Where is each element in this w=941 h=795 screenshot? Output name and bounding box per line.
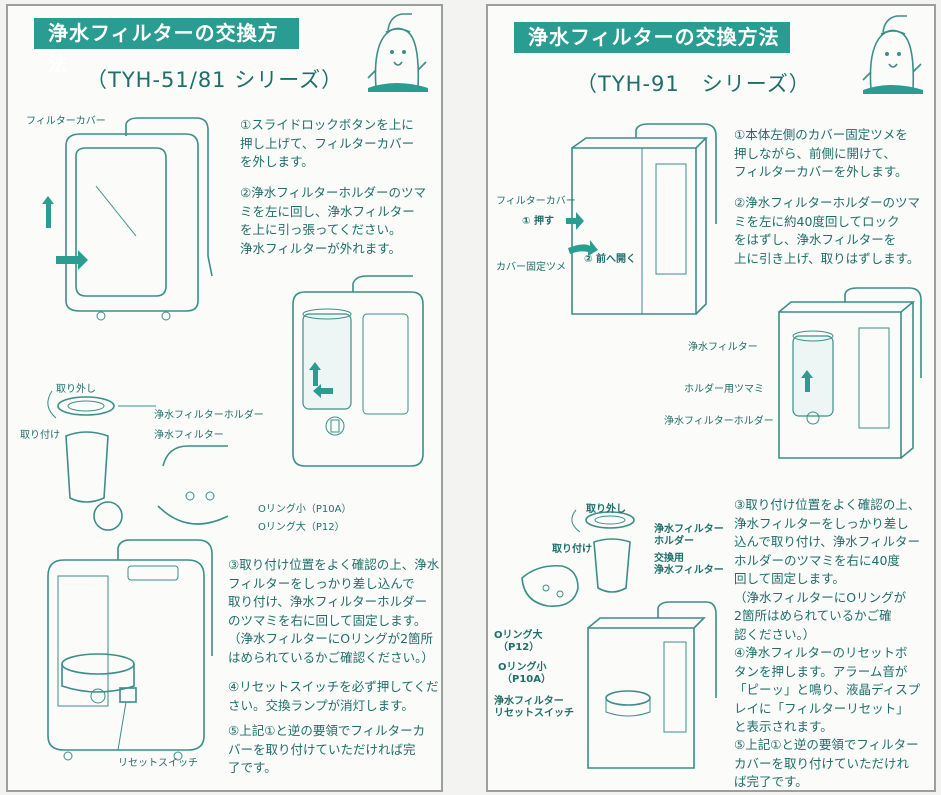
unit-open-diagram <box>292 275 424 467</box>
right-reset-label-a: 浄水フィルター <box>494 696 564 707</box>
left-step-3: ③取り付け位置をよく確認の上、浄水 フィルターをしっかり差し込んで 取り付け、浄… <box>228 557 440 665</box>
right-attach-label: 取り付け <box>552 544 592 555</box>
right-oring-small-label-a: Oリング小 <box>498 662 547 673</box>
right-open-forward-label: ② 前へ開く <box>584 254 636 265</box>
unit91-replace-diagram <box>521 509 717 769</box>
right-step-3: ③取り付け位置をよく確認の上、 浄水フィルターをしっかり差し 込んで取り付け、浄… <box>734 497 921 642</box>
left-title: 浄水フィルターの交換方法 <box>34 18 299 76</box>
right-holder2-label-b: ホルダー <box>654 536 694 547</box>
left-filter-cover-label: フィルターカバー <box>26 116 106 127</box>
right-step-4: ④浄水フィルターのリセットボ タンを押します。アラーム音が 「ピーッ」と鳴り、液… <box>734 645 921 734</box>
left-oring-large-label: Oリング大（P12） <box>258 522 345 533</box>
mascot-icon <box>862 15 923 94</box>
right-holder-knob-label: ホルダー用ツマミ <box>684 384 764 395</box>
right-oring-large-label-a: Oリング大 <box>494 630 543 641</box>
left-remove-label: 取り外し <box>56 384 96 395</box>
left-attach-label: 取り付け <box>20 430 60 441</box>
unit-reset-diagram <box>47 539 213 761</box>
left-holder-label: 浄水フィルターホルダー <box>154 410 264 421</box>
right-filter-label: 浄水フィルター <box>688 342 758 353</box>
left-instruction-card: 浄水フィルターの交換方法 （TYH-51/81 シリーズ） フィルターカバー ①… <box>6 4 443 792</box>
right-remove-label: 取り外し <box>586 504 626 515</box>
right-filter-cover-label: フィルターカバー <box>496 196 576 207</box>
filter-holder-diagram <box>47 390 229 531</box>
right-replacement-label-a: 交換用 <box>654 553 684 564</box>
right-push-label: ① 押す <box>522 216 554 227</box>
unit91-cover-diagram <box>566 123 717 315</box>
right-series: （TYH-91 シリーズ） <box>576 72 811 96</box>
right-title: 浄水フィルターの交換方法 <box>514 22 790 53</box>
left-filter-label: 浄水フィルター <box>154 430 224 441</box>
left-step-1: ①スライドロックボタンを上に 押し上げて、フィルターカバー を外します。 <box>240 117 415 169</box>
mascot-icon <box>367 13 428 92</box>
left-series: （TYH-51/81 シリーズ） <box>86 68 344 92</box>
left-reset-switch-label: リセットスイッチ <box>118 758 198 769</box>
left-step-4: ④リセットスイッチを必ず押してくだ さい。交換ランプが消灯します。 <box>228 679 439 713</box>
right-instruction-card: 浄水フィルターの交換方法 （TYH-91 シリーズ） フィルターカバー ① 押す… <box>486 4 936 792</box>
right-holder2-label-a: 浄水フィルター <box>654 524 724 535</box>
right-replacement-label-b: 浄水フィルター <box>654 565 724 576</box>
right-cover-latch-label: カバー固定ツメ <box>496 262 566 273</box>
right-step-1: ①本体左側のカバー固定ツメを 押しながら、前側に開けて、 フィルターカバーを外し… <box>734 127 908 179</box>
left-step-2: ②浄水フィルターホルダーのツマ ミを左に回し、浄水フィルター を上に引っ張ってく… <box>240 185 426 256</box>
unit91-open-diagram <box>778 287 922 459</box>
right-oring-small-label-b: （P10A） <box>502 674 551 685</box>
right-reset-label-b: リセットスイッチ <box>494 708 574 719</box>
left-oring-small-label: Oリング小（P10A） <box>258 504 352 515</box>
right-step-5: ⑤上記①と逆の要領でフィルター カバーを取り付けていただけれ ば完了です。 <box>734 737 919 789</box>
right-step-2: ②浄水フィルターホルダーのツマ ミを左に約40度回してロック をはずし、浄水フィ… <box>734 195 920 266</box>
unit-with-cover-diagram <box>42 117 213 321</box>
right-oring-large-label-b: （P12） <box>498 642 540 653</box>
left-step-5: ⑤上記①と逆の要領でフィルターカ バーを取り付けていただければ完 了です。 <box>228 723 426 775</box>
right-holder-label: 浄水フィルターホルダー <box>664 416 774 427</box>
